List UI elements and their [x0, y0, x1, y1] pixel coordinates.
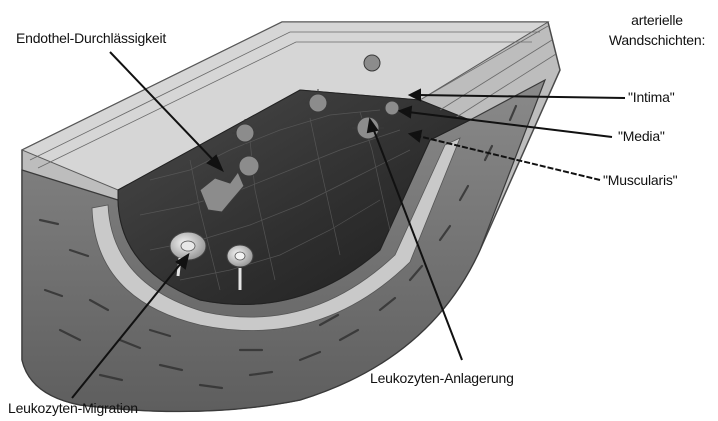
label-wall-layers-line2: Wandschichten: — [598, 32, 716, 48]
label-wall-layers-line1: arterielle — [598, 12, 716, 28]
label-media: "Media" — [618, 128, 665, 144]
label-muscularis: "Muscularis" — [603, 172, 677, 188]
label-leukozyten-migration: Leukozyten-Migration — [8, 400, 138, 416]
label-intima: "Intima" — [628, 89, 674, 105]
label-endothel: Endothel-Durchlässigkeit — [16, 30, 166, 46]
label-leukozyten-anlagerung: Leukozyten-Anlagerung — [370, 370, 514, 386]
